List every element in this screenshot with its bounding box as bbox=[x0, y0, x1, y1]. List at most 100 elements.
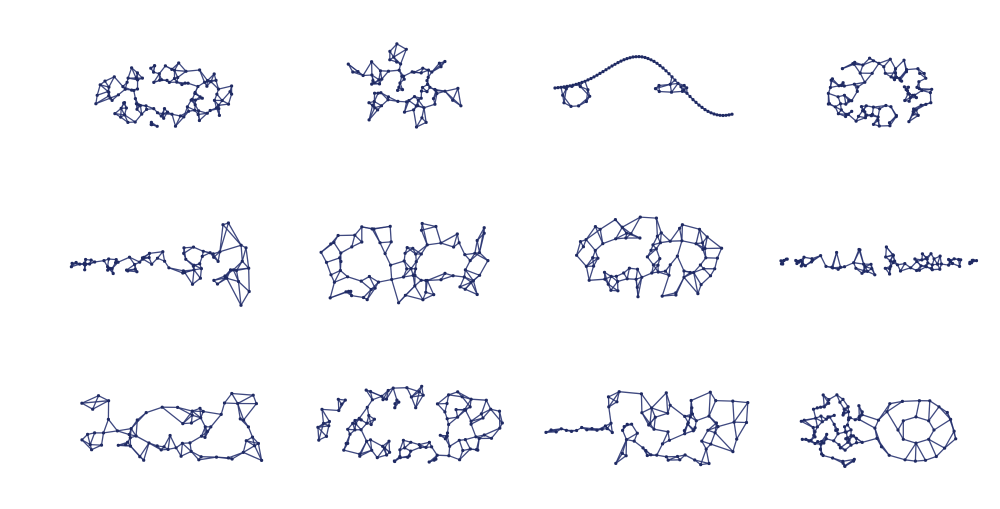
graph-node bbox=[122, 101, 127, 105]
graph-edge bbox=[201, 435, 206, 439]
graph-edge bbox=[715, 422, 719, 427]
graph-edge bbox=[403, 439, 411, 443]
graph-edge bbox=[845, 432, 849, 438]
graph-edge bbox=[130, 445, 145, 461]
graph-edge bbox=[693, 272, 702, 285]
graph-edge bbox=[133, 264, 138, 272]
graph-edge bbox=[584, 77, 592, 82]
graph-node bbox=[668, 403, 672, 407]
graph-node bbox=[74, 260, 78, 265]
graph-edge bbox=[459, 286, 466, 290]
graph-edge bbox=[334, 276, 348, 283]
graph-edge bbox=[135, 419, 138, 437]
graph-edge bbox=[843, 408, 849, 413]
graph-node bbox=[945, 410, 949, 415]
graph-edge bbox=[904, 93, 909, 101]
graph-node bbox=[689, 398, 693, 403]
graph-edge bbox=[191, 410, 202, 419]
graph-node bbox=[219, 412, 223, 416]
graph-edge bbox=[782, 260, 785, 265]
graph-edge bbox=[938, 406, 952, 420]
graph-edge bbox=[581, 426, 592, 430]
graph-edge bbox=[714, 432, 734, 453]
graph-edge bbox=[403, 253, 406, 262]
graph-edge bbox=[422, 67, 433, 73]
graph-node bbox=[894, 115, 898, 119]
graph-node bbox=[425, 278, 429, 283]
graph-node bbox=[816, 440, 820, 444]
graph-node bbox=[463, 408, 467, 412]
graph-edge bbox=[216, 456, 229, 459]
graph-node bbox=[703, 246, 707, 251]
graph-edge bbox=[325, 425, 330, 437]
graph-node bbox=[405, 246, 409, 250]
graph-edge bbox=[182, 270, 186, 273]
graph-node bbox=[190, 409, 194, 413]
graph-edge bbox=[780, 258, 787, 262]
graph-edge bbox=[394, 399, 398, 405]
graph-node bbox=[336, 233, 340, 238]
graph-node bbox=[843, 430, 847, 434]
graph-node bbox=[607, 66, 611, 70]
graph-node bbox=[699, 283, 703, 287]
graph-edge bbox=[892, 254, 896, 262]
graph-r1c1-edges bbox=[95, 62, 233, 127]
graph-edge bbox=[845, 110, 853, 117]
graph-node bbox=[124, 106, 128, 110]
graph-edge bbox=[854, 416, 860, 421]
graph-node bbox=[645, 255, 650, 259]
graph-node bbox=[474, 435, 478, 439]
graph-node bbox=[406, 455, 410, 459]
graph-node bbox=[397, 301, 401, 305]
graph-edge bbox=[665, 392, 669, 414]
graph-edge bbox=[815, 418, 819, 428]
graph-edge bbox=[668, 73, 673, 78]
graph-edge bbox=[469, 399, 472, 407]
graph-node bbox=[830, 265, 834, 269]
graph-edge bbox=[405, 294, 424, 301]
graph-node bbox=[838, 400, 842, 404]
graph-edge bbox=[867, 270, 876, 276]
graph-edge bbox=[890, 76, 895, 81]
graph-edge bbox=[329, 290, 349, 299]
graph-node bbox=[342, 448, 346, 452]
graph-edge bbox=[586, 427, 593, 431]
graph-node bbox=[412, 108, 416, 112]
graph-node bbox=[106, 89, 110, 94]
graph-edge bbox=[607, 283, 619, 292]
graph-node bbox=[122, 101, 126, 105]
graph-node bbox=[668, 239, 672, 243]
graph-edge bbox=[581, 426, 588, 431]
graph-edge bbox=[675, 276, 685, 294]
graph-edge bbox=[175, 116, 185, 127]
graph-edge bbox=[330, 241, 335, 245]
graph-edge bbox=[384, 440, 390, 449]
graph-edge bbox=[839, 398, 844, 403]
graph-edge bbox=[683, 270, 694, 274]
graph-node bbox=[447, 454, 451, 458]
graph-node bbox=[892, 76, 896, 81]
graph-edge bbox=[910, 261, 918, 269]
graph-node bbox=[192, 263, 196, 267]
graph-edge bbox=[608, 391, 620, 408]
graph-edge bbox=[134, 98, 138, 104]
graph-edge bbox=[380, 92, 389, 98]
graph-edge bbox=[817, 441, 822, 445]
graph-node bbox=[168, 433, 172, 438]
graph-edge bbox=[864, 266, 869, 272]
graph-edge bbox=[402, 268, 408, 278]
graph-node bbox=[656, 263, 660, 267]
graph-edge bbox=[889, 265, 892, 270]
graph-edge bbox=[348, 291, 353, 296]
graph-edge bbox=[866, 113, 873, 116]
graph-edge bbox=[414, 279, 422, 287]
graph-node bbox=[410, 70, 414, 74]
graph-edge bbox=[813, 426, 818, 429]
graph-node bbox=[688, 415, 692, 419]
graph-edge bbox=[705, 448, 710, 464]
graph-node bbox=[581, 245, 586, 249]
graph-edge bbox=[355, 418, 360, 425]
graph-node bbox=[847, 438, 851, 442]
graph-edge bbox=[665, 392, 671, 406]
graph-edge bbox=[658, 271, 670, 276]
